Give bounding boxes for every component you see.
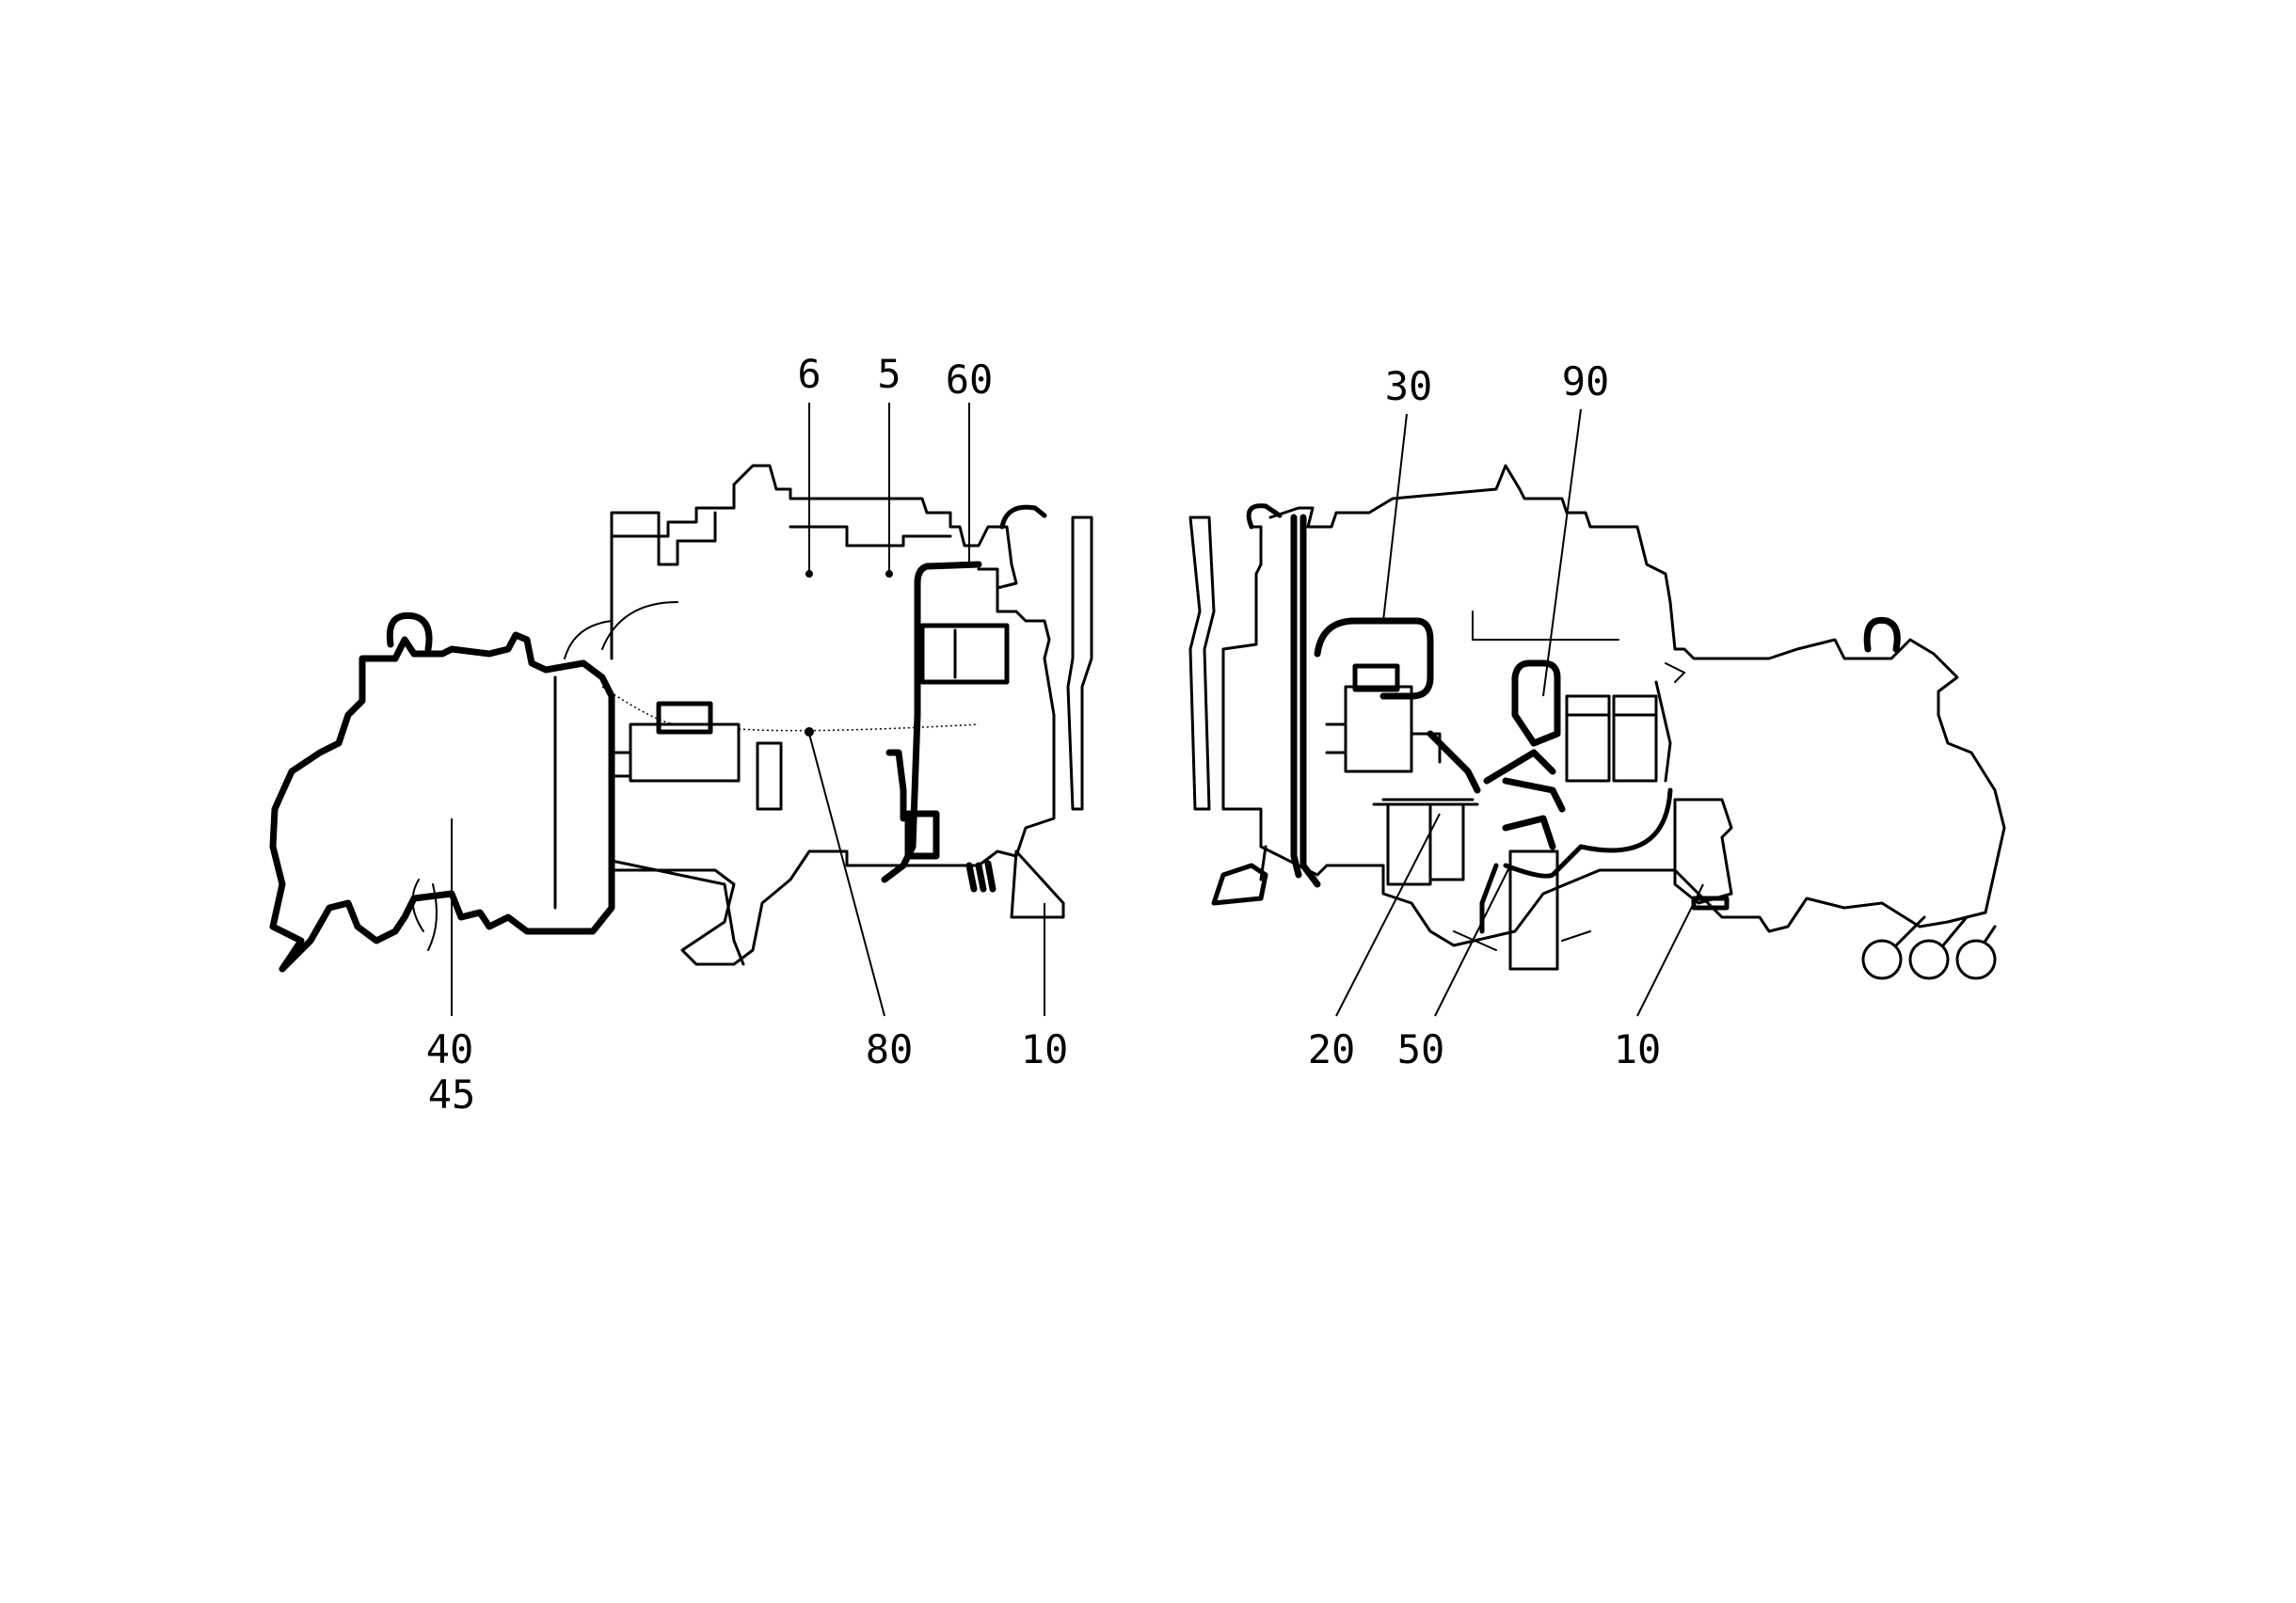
pipe-50 xyxy=(1479,787,1673,934)
callout-labels: 6 5 60 30 90 40 45 80 10 20 50 10 xyxy=(426,351,1662,1118)
callout-60: 60 xyxy=(946,357,994,403)
container-50 xyxy=(1508,849,1559,971)
lifting-eye-right xyxy=(1863,616,1901,653)
elbow-fitting-right xyxy=(1246,503,1283,530)
pipe-60 xyxy=(881,561,982,883)
callout-90: 90 xyxy=(1562,358,1610,405)
callout-10-left: 10 xyxy=(1021,1026,1069,1072)
mount-bracket-right xyxy=(1211,863,1268,906)
filter-canister-b xyxy=(1612,694,1658,783)
callout-80: 80 xyxy=(866,1026,914,1072)
spring-left xyxy=(965,860,997,893)
exhaust-pipes xyxy=(1861,915,1997,980)
callout-6: 6 xyxy=(797,351,821,397)
callout-5: 5 xyxy=(877,351,901,397)
filter-canister-a xyxy=(1565,694,1611,783)
lifting-eye-left xyxy=(386,611,433,653)
leader-lines xyxy=(451,403,1704,1017)
engine-left-view xyxy=(269,464,1093,973)
cylinder-head-left xyxy=(610,511,952,566)
linkage-right xyxy=(1427,730,1566,813)
rail-right xyxy=(1188,516,1216,811)
elbow-fitting-left xyxy=(999,504,1047,530)
callout-10-right: 10 xyxy=(1614,1026,1662,1072)
filter-60 xyxy=(919,623,1010,685)
flywheel-housing-left xyxy=(269,631,615,973)
engine-block-left xyxy=(610,464,1056,966)
filter-90 xyxy=(1511,659,1561,747)
pump-body-right xyxy=(1344,685,1413,773)
engine-right-view xyxy=(1188,464,2006,980)
pipe-30 xyxy=(1290,514,1434,888)
engine-block-right xyxy=(1221,464,2006,947)
callout-40: 40 xyxy=(426,1026,474,1072)
harness-80 xyxy=(601,686,980,732)
callout-20: 20 xyxy=(1308,1026,1356,1072)
engine-mount-left xyxy=(1010,849,1065,919)
cable-40-45 xyxy=(411,879,438,951)
valve-body-left xyxy=(904,810,940,860)
callout-50: 50 xyxy=(1397,1026,1445,1072)
rail-left xyxy=(1066,516,1093,811)
callout-45: 45 xyxy=(428,1071,476,1118)
bracket-left xyxy=(756,741,783,811)
engine-mount-right xyxy=(1673,798,1733,905)
callout-30: 30 xyxy=(1385,363,1433,409)
oil-sump-left xyxy=(610,859,745,966)
solenoid-left xyxy=(656,701,713,735)
